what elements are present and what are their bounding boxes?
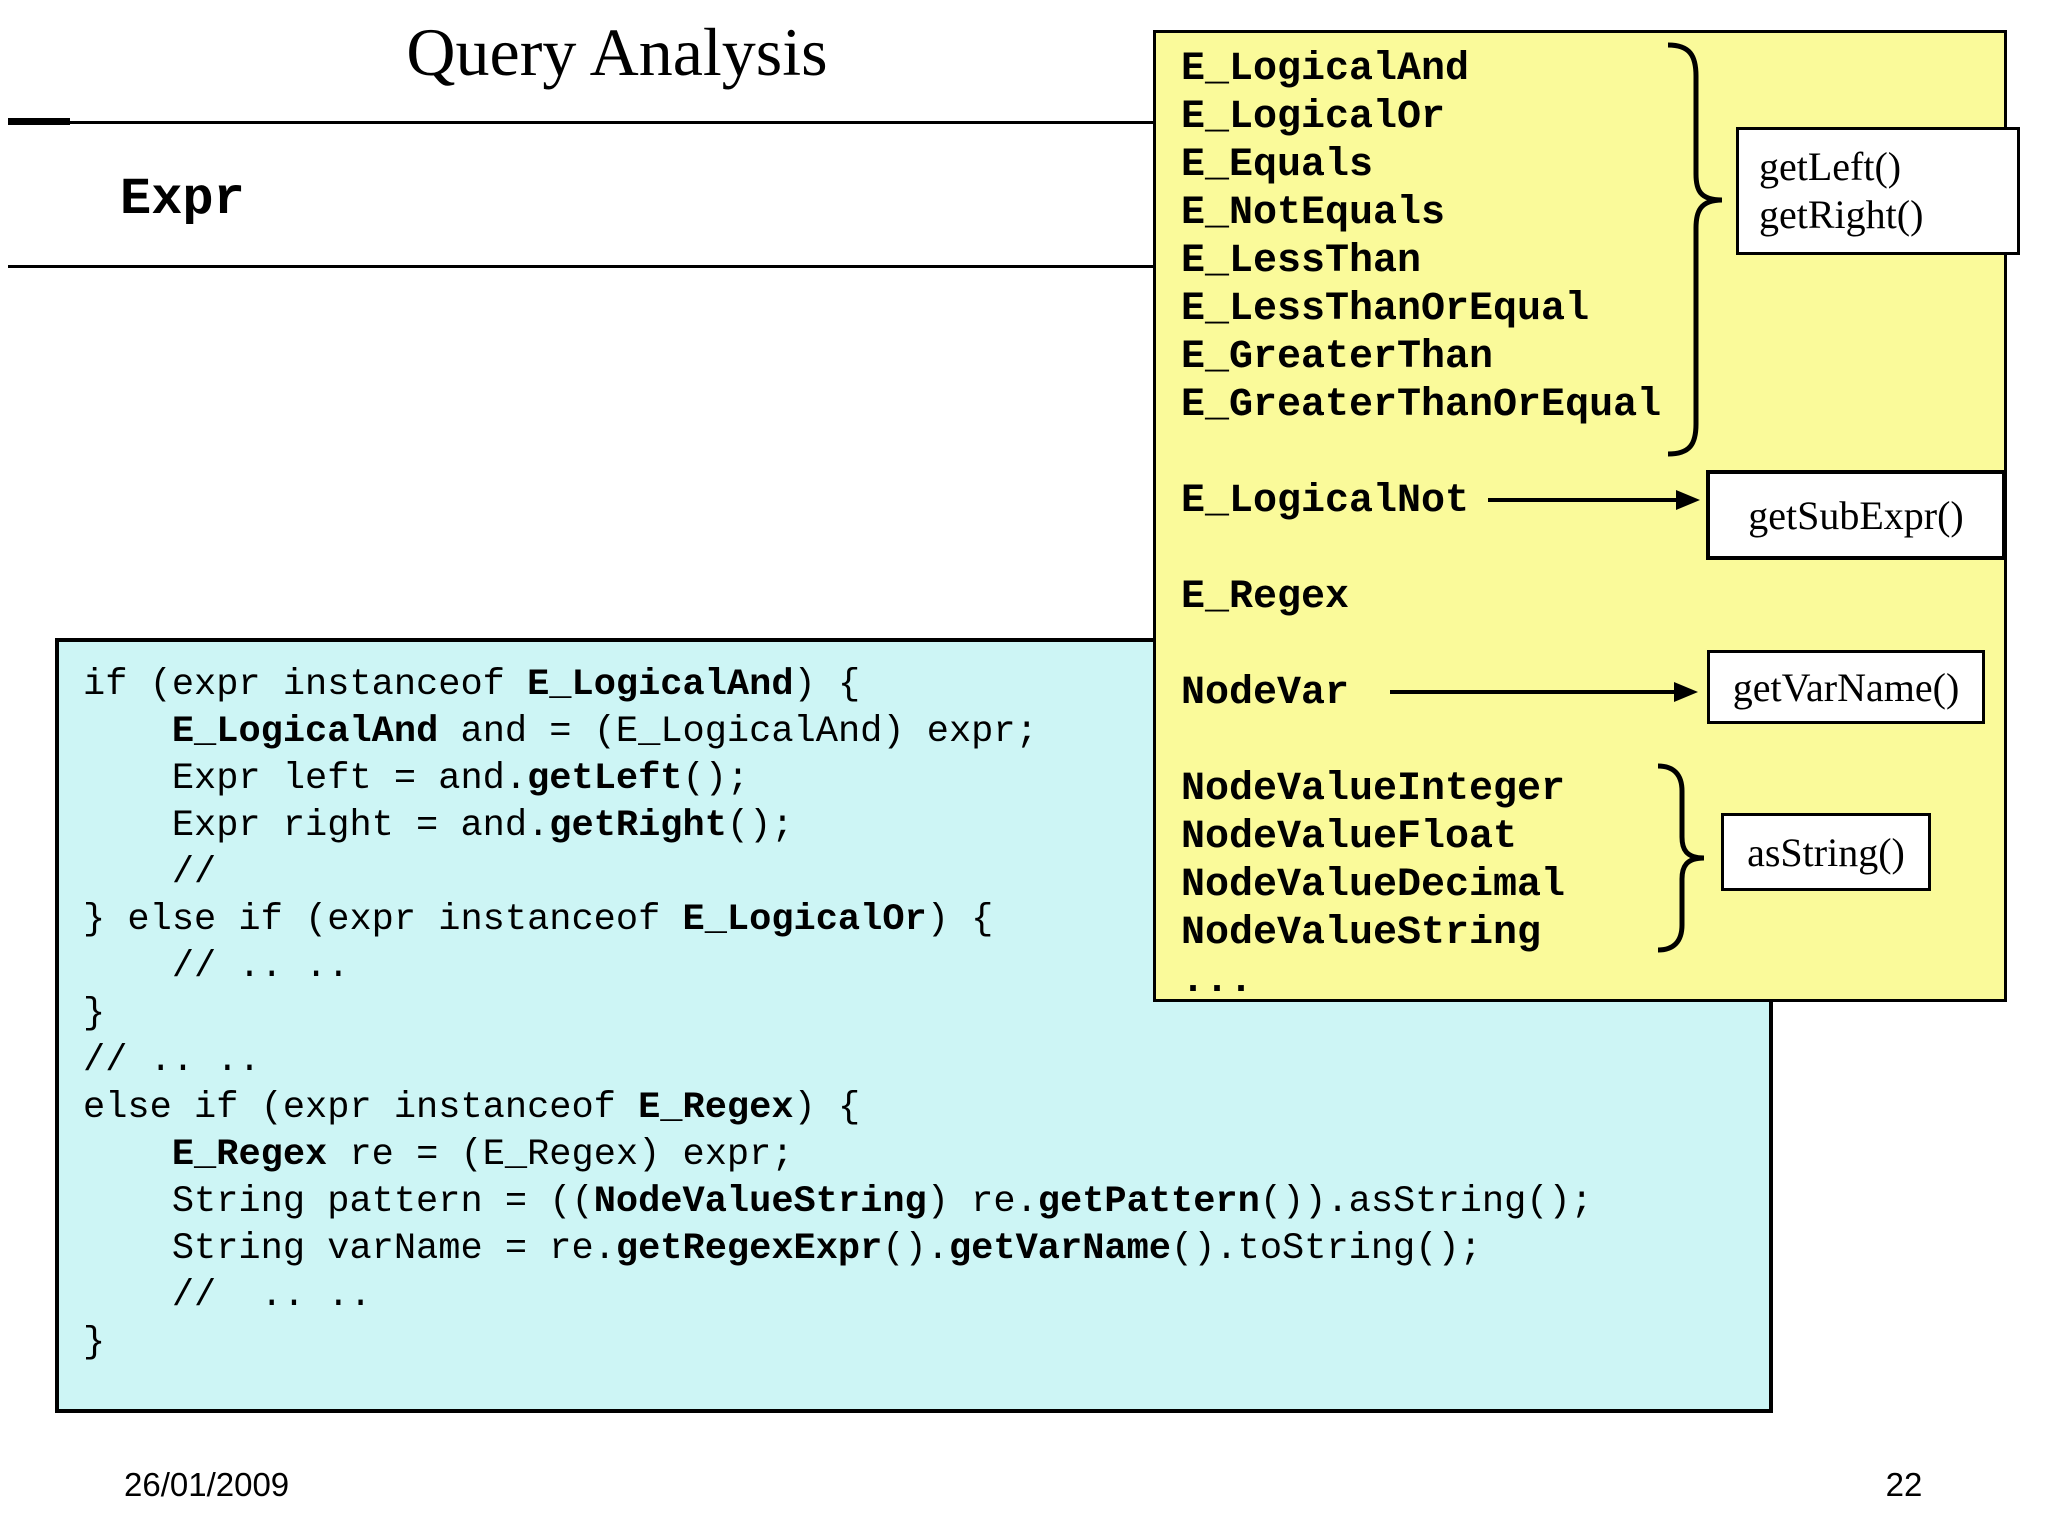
code-line: if (expr instanceof E_LogicalAnd) { [83,664,861,706]
section-heading: Expr [120,170,245,229]
panel-spacer [1181,526,1661,574]
method-getleft: getLeft() [1759,144,1902,189]
code-line: } else if (expr instanceof E_LogicalOr) … [83,899,994,941]
panel-spacer [1181,622,1661,670]
class-name-item: NodeValueFloat [1181,815,1518,860]
binary-methods-box: getLeft() getRight() [1736,127,2020,255]
code-line: // .. .. [83,1275,372,1317]
code-line: String pattern = ((NodeValueString) re.g… [83,1181,1593,1223]
class-name-item: E_Equals [1181,143,1374,188]
class-name-item: E_LogicalOr [1181,95,1446,140]
code-line: Expr left = and.getLeft(); [83,758,750,800]
class-name-item: E_GreaterThan [1181,335,1494,380]
class-name-item: E_LogicalAnd [1181,47,1470,92]
class-name-item: NodeValueDecimal [1181,863,1566,908]
method-getright: getRight() [1759,192,1924,237]
class-name-item: E_LessThan [1181,239,1422,284]
code-line: } [83,993,106,1035]
class-name-item: ... [1181,959,1254,1004]
code-line: String varName = re.getRegexExpr().getVa… [83,1228,1482,1270]
panel-spacer [1181,430,1661,478]
binary-ops-brace [1667,42,1723,457]
asstring-box: asString() [1721,813,1931,891]
code-line: // .. .. [83,946,350,988]
footer-page-number: 22 [1885,1466,1923,1503]
class-name-item: E_LessThanOrEqual [1181,287,1590,332]
code-line: E_Regex re = (E_Regex) expr; [171,1134,794,1176]
panel-spacer [1181,718,1661,766]
divider-top [8,121,1155,124]
method-getsubexpr: getSubExpr() [1748,492,1964,538]
method-asstring: asString() [1747,829,1905,875]
footer-date: 26/01/2009 [124,1466,290,1503]
getvarname-box: getVarName() [1707,650,1985,724]
code-line: } [83,1322,106,1364]
class-name-item: E_Regex [1181,575,1350,620]
logicalnot-arrow [1488,490,1700,510]
code-lines: if (expr instanceof E_LogicalAnd) { E_Lo… [83,662,1761,1367]
code-line: // [83,852,217,894]
code-line: else if (expr instanceof E_Regex) { [83,1087,861,1129]
code-line: Expr right = and.getRight(); [83,805,794,847]
code-line: E_LogicalAnd and = (E_LogicalAnd) expr; [171,711,1038,753]
nodevalue-brace [1657,763,1705,953]
class-name-item: NodeVar [1181,671,1350,716]
class-name-item: NodeValueString [1181,911,1542,956]
divider-bottom [8,265,1155,268]
class-name-item: NodeValueInteger [1181,767,1566,812]
nodevar-arrow [1390,682,1698,702]
class-name-item: E_GreaterThanOrEqual [1181,383,1662,428]
class-name-item: E_NotEquals [1181,191,1446,236]
code-line: // .. .. [83,1040,261,1082]
page-title: Query Analysis [406,14,828,90]
method-getvarname: getVarName() [1732,664,1960,710]
class-name-item: E_LogicalNot [1181,479,1470,524]
getsubexpr-box: getSubExpr() [1706,470,2006,560]
